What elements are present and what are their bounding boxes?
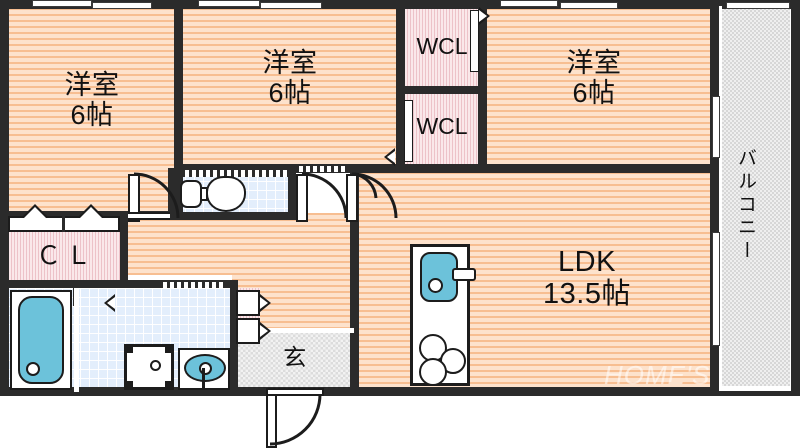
sliding-door-bedroom-balcony[interactable] [712, 96, 720, 158]
wcl-lower-door-panel[interactable] [404, 100, 413, 162]
kitchen-faucet-icon [452, 268, 476, 281]
room-wcl-lower-floor [404, 94, 480, 167]
label-bedroom-middle: 洋室 6帖 [240, 48, 340, 108]
closet-door-arrow-left-inner-icon [24, 207, 46, 218]
wall-wcl-divider [400, 86, 484, 94]
wall-toilet-right [288, 168, 296, 220]
door-toilet-swing-icon [301, 172, 348, 219]
toilet-vent-line [182, 170, 290, 177]
balcony-frame-bottom [717, 386, 791, 391]
washroom-door-panel[interactable] [74, 288, 79, 392]
door-bedroom-left-swing-icon [133, 172, 180, 219]
bathtub-drain-icon [26, 362, 40, 376]
shoe-cabinet-panel-top[interactable] [236, 290, 260, 316]
outer-wall-bottom-left [0, 387, 360, 396]
label-bedroom-right-size: 6帖 [572, 78, 616, 109]
wall-genkan-left [230, 288, 238, 393]
wm-foot-tl-icon [127, 347, 133, 353]
window-bedroom-left-2 [92, 2, 152, 9]
wm-foot-bl-icon [127, 381, 133, 387]
label-bedroom-middle-name: 洋室 [262, 48, 318, 78]
bathtub [18, 296, 64, 384]
outer-wall-right [791, 0, 800, 396]
label-bedroom-middle-size: 6帖 [268, 78, 312, 109]
outer-wall-bottom-right [352, 387, 800, 396]
wall-balcony-divider [710, 0, 719, 396]
label-bedroom-left-name: 洋室 [64, 70, 120, 100]
washbasin-plug-icon [199, 362, 212, 375]
wall-hall-ldk [350, 168, 359, 393]
wm-foot-br-icon [165, 381, 171, 387]
window-balcony-top [726, 2, 790, 9]
window-bedroom-right-2 [560, 2, 618, 9]
wcl-lower-door-arrow-inner-icon [387, 151, 395, 163]
label-balcony: バルコニー [735, 148, 756, 263]
label-ldk-size: 13.5帖 [543, 278, 631, 311]
label-bedroom-left-size: 6帖 [70, 100, 114, 131]
wall-under-right-bedroom [396, 164, 716, 173]
label-bedroom-right-name: 洋室 [566, 48, 622, 78]
label-ldk-name: LDK [558, 246, 616, 278]
washroom-vent-line [160, 282, 226, 288]
room-closet-floor [8, 232, 120, 282]
label-closet: ＣＬ [35, 242, 96, 270]
kitchen-sink-drain-icon [428, 278, 443, 293]
wall-closet-bottom [0, 280, 128, 288]
shoe-cabinet-arrow-top-inner-icon [260, 297, 268, 309]
toilet-bowl [206, 176, 246, 212]
window-bedroom-right [500, 0, 558, 7]
entrance-door-leaf[interactable] [266, 394, 277, 448]
wall-bedroom-left-right [174, 0, 183, 215]
label-wcl-lower: WCL [416, 113, 468, 139]
closet-door-split [62, 216, 65, 232]
label-bedroom-left: 洋室 6帖 [42, 70, 142, 130]
wcl-upper-door-arrow-inner-icon [479, 10, 487, 22]
window-bedroom-mid [198, 0, 260, 7]
room-bedroom-middle-floor [182, 8, 398, 166]
bedroom-right-door-vent [296, 166, 348, 172]
shoe-cabinet-panel-bottom[interactable] [236, 318, 260, 344]
label-bedroom-right: 洋室 6帖 [544, 48, 644, 108]
balcony-frame-left [717, 6, 722, 390]
label-ldk: LDK 13.5帖 [492, 246, 682, 311]
entrance-door-frame [266, 388, 324, 396]
closet-door-arrow-right-inner-icon [80, 207, 102, 218]
label-genkan: 玄 [283, 344, 307, 370]
room-bedroom-left-floor [8, 8, 176, 213]
wall-toilet-bottom [168, 212, 296, 220]
entrance-door-swing-icon [269, 394, 322, 446]
room-balcony-floor [722, 8, 790, 390]
wcl-upper-door-panel[interactable] [470, 10, 479, 72]
bathroom-door-arrow-inner-icon [107, 297, 115, 309]
room-wcl-upper-floor [404, 8, 480, 88]
shoe-cabinet-arrow-bottom-inner-icon [260, 325, 268, 337]
outer-wall-left [0, 0, 9, 395]
toilet-tank [180, 180, 202, 208]
sliding-door-ldk-balcony[interactable] [712, 232, 720, 346]
wm-foot-tr-icon [165, 347, 171, 353]
door-bedroom-left-opening [128, 212, 170, 220]
hall-floor-lower [232, 213, 358, 333]
label-wcl-upper: WCL [416, 33, 468, 59]
stove-burner-3-icon [419, 358, 447, 386]
kitchen-sink [420, 252, 458, 302]
room-bedroom-right-floor [486, 8, 712, 166]
washbasin-tap-icon [202, 368, 205, 390]
wall-closet-right [120, 215, 128, 288]
window-bedroom-mid-2 [260, 2, 322, 9]
door-ldk-corner-icon [353, 172, 378, 199]
wm-drain-icon [150, 360, 161, 371]
window-bedroom-left [32, 0, 92, 7]
genkan-step-edge [236, 328, 354, 333]
